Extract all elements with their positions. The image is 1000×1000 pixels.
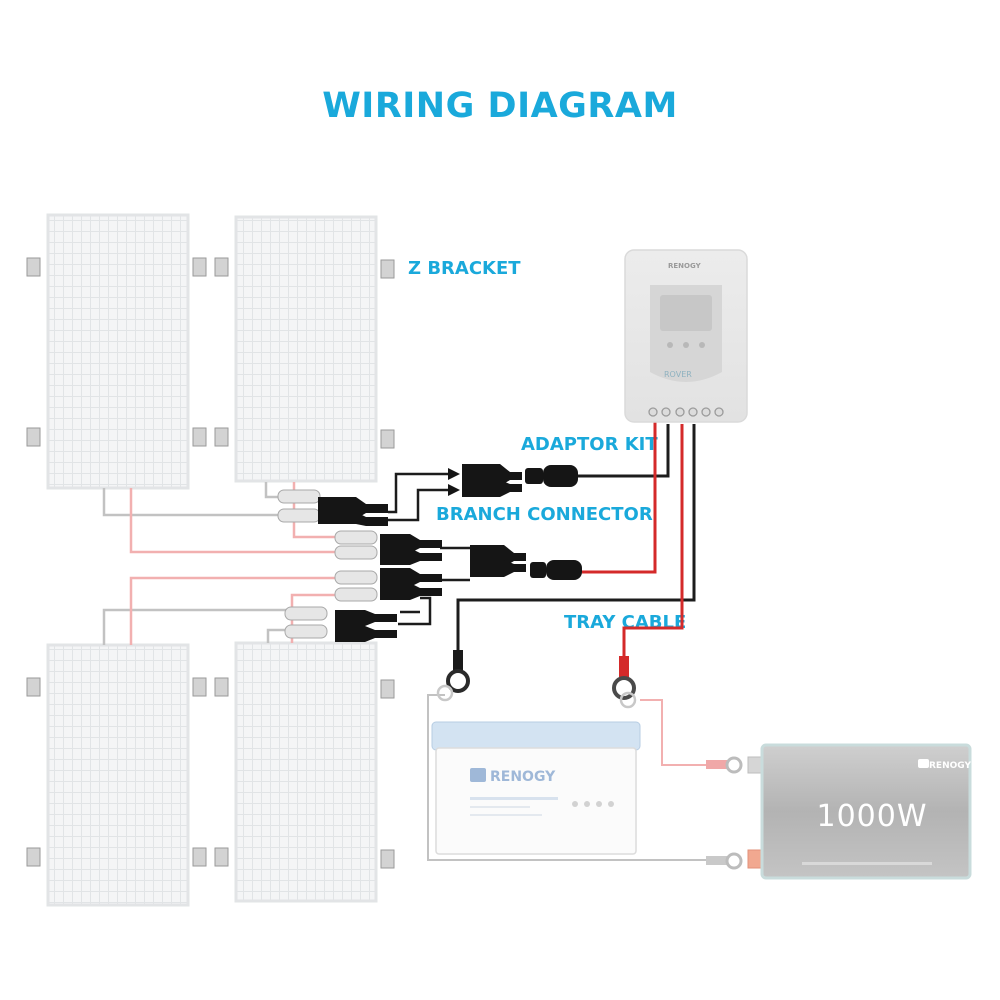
charge-controller: RENOGY ROVER [624,249,748,423]
tray-cables [456,422,696,656]
branch-connector-label: BRANCH CONNECTOR [436,504,653,525]
inverter-power: 1000W [816,799,927,834]
battery-logo-icon [470,768,486,782]
inverter-logo-icon [918,759,929,768]
page-title: WIRING DIAGRAM [322,86,678,126]
controller-model: ROVER [664,370,692,379]
z-bracket-label: Z BRACKET [408,258,521,279]
solar-panel-bottom-left [46,643,190,907]
branch-connector-icon [318,464,526,642]
mc4-plug-icon [277,489,378,639]
controller-terminal-icon [648,407,724,417]
solar-panel-bottom-right [234,641,378,903]
solar-panel-top-right [234,215,378,483]
adaptor-kit-label: ADAPTOR KIT [521,434,658,455]
controller-brand: RENOGY [668,262,702,270]
inverter-brand: RENOGY [929,761,971,771]
panel-leads [102,482,345,645]
z-bracket-icon [26,257,395,869]
inverter-cables [427,694,710,861]
ring-terminal-icon [446,650,636,700]
branch-connector-cables [388,472,470,626]
inverter: RENOGY 1000W [747,743,972,880]
battery: RENOGY [431,684,641,855]
battery-brand: RENOGY [490,769,556,785]
solar-panel-top-left [46,213,190,490]
adaptor-kit-plug-icon [525,465,582,580]
inverter-ring-terminal-icon [706,756,743,870]
